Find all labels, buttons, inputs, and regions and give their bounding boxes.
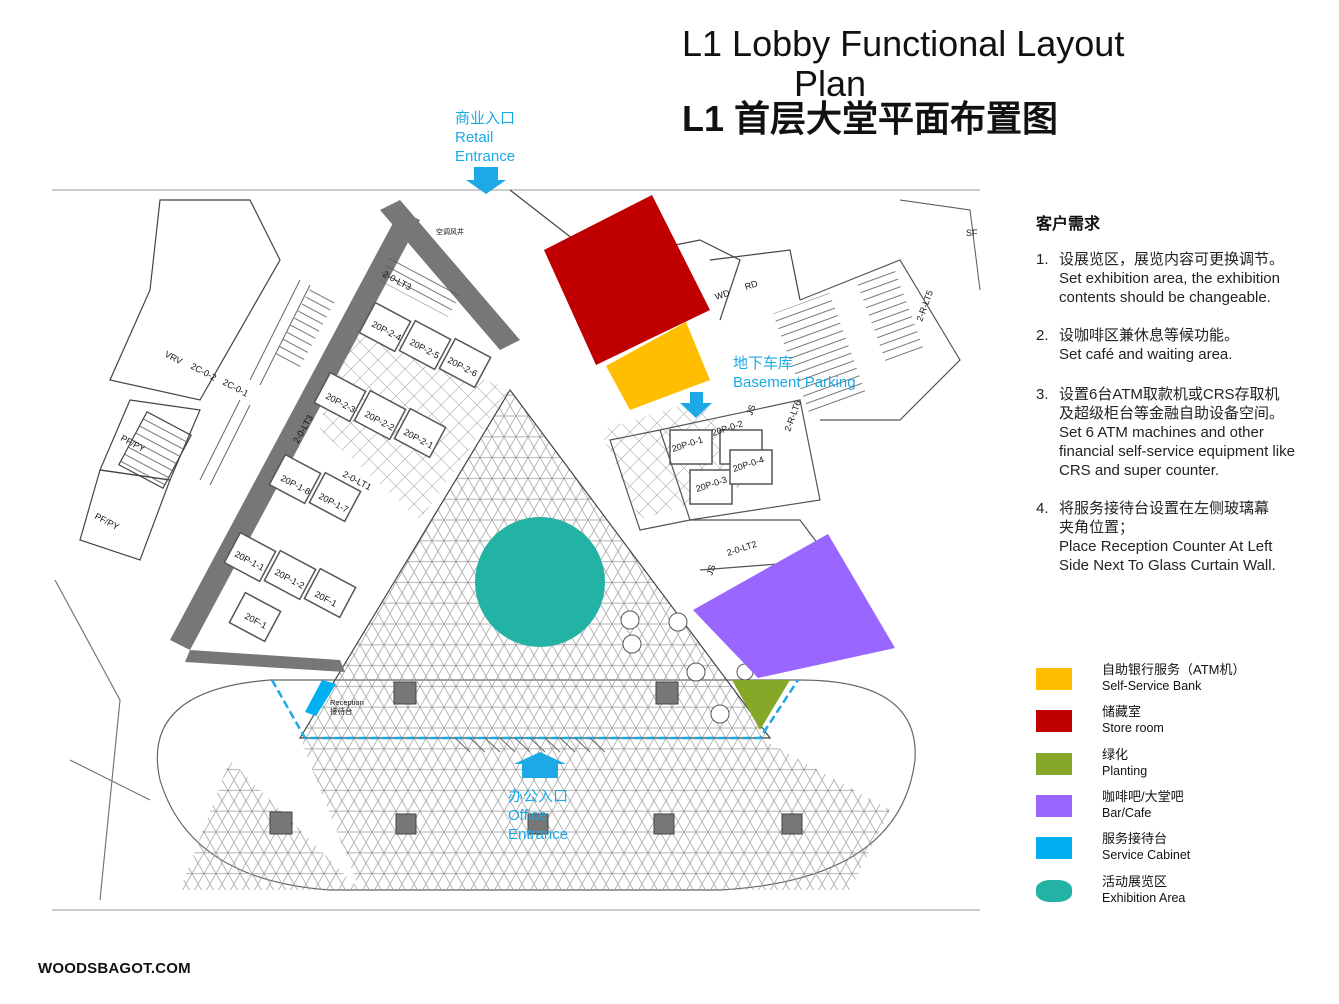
requirement-item: 3. 设置6台ATM取款机或CRS存取机 及超级柜台等金融自助设备空间。 Set… xyxy=(1036,385,1316,485)
requirement-line: 夹角位置； xyxy=(1059,519,1135,536)
requirement-number: 3. xyxy=(1036,386,1049,403)
requirement-item: 4. 将服务接待台设置在左侧玻璃幕 夹角位置； Place Reception … xyxy=(1036,499,1316,579)
floor-plan: 20P-2-4 20P-2-5 20P-2-6 20P-2-3 20P-2-2 … xyxy=(52,167,981,911)
legend-entry: 活动展览区 Exhibition Area xyxy=(1036,874,1326,908)
legend-entry: 绿化 Planting xyxy=(1036,747,1326,781)
room-code-label: 2-0-LT2 xyxy=(726,539,758,558)
requirement-number: 4. xyxy=(1036,500,1049,517)
legend-label-chinese: 服务接待台 xyxy=(1102,831,1168,846)
legend-swatch xyxy=(1036,880,1072,902)
page-title-continued: Plan xyxy=(794,63,867,104)
exhibition-area-zone xyxy=(475,517,605,647)
office-entrance-arrow-icon xyxy=(514,752,566,778)
legend-label: Service Cabinet xyxy=(1102,848,1191,862)
room-code-label: RD xyxy=(744,278,760,292)
legend-entry: 储藏室 Store room xyxy=(1036,704,1326,738)
office-entrance-label: Office xyxy=(508,807,547,824)
reception-label: Reception xyxy=(330,698,364,707)
legend-swatch xyxy=(1036,753,1072,775)
legend-entry: 自助银行服务（ATM机） Self-Service Bank xyxy=(1036,662,1326,696)
room-code-label: 2-R-LT5 xyxy=(914,289,934,323)
office-entrance-label-line2: Entrance xyxy=(508,826,569,843)
plan-frame xyxy=(52,189,980,911)
requirement-line: 将服务接待台设置在左侧玻璃幕 xyxy=(1059,500,1270,517)
left-lift-core xyxy=(170,200,520,672)
legend-label-chinese: 绿化 xyxy=(1102,747,1129,762)
reception-label-chinese: 接待台 xyxy=(330,706,353,716)
office-entrance-label-chinese: 办公入口 xyxy=(508,788,569,805)
legend-label-chinese: 咖啡吧/大堂吧 xyxy=(1102,789,1184,804)
requirement-number: 1. xyxy=(1036,251,1049,268)
service-counter-zone xyxy=(305,680,336,716)
page-title-chinese: L1 首层大堂平面布置图 xyxy=(682,98,1059,139)
room-code-label: JS xyxy=(744,403,757,416)
legend-swatch xyxy=(1036,837,1072,859)
requirement-item: 1. 设展览区，展览内容可更换调节。 Set exhibition area, … xyxy=(1036,250,1316,310)
legend-label: Store room xyxy=(1102,721,1164,735)
requirement-line: Set 6 ATM machines and other xyxy=(1059,424,1264,441)
legend-label: Exhibition Area xyxy=(1102,891,1186,905)
legend-entry: 咖啡吧/大堂吧 Bar/Cafe xyxy=(1036,789,1326,823)
legend-label: Planting xyxy=(1102,764,1148,778)
bar-cafe-zone xyxy=(693,534,895,678)
legend-label-chinese: 自助银行服务（ATM机） xyxy=(1102,662,1246,677)
basement-parking-label: Basement Parking xyxy=(733,374,856,391)
room-code-label: JS xyxy=(704,563,717,576)
room-code-label: WD xyxy=(714,288,732,302)
retail-entrance-arrow-icon xyxy=(466,167,506,194)
office-entrance-doors xyxy=(454,737,606,753)
legend-swatch xyxy=(1036,795,1072,817)
legend-label: Bar/Cafe xyxy=(1102,806,1152,820)
room-code-label: PF/PY xyxy=(93,511,121,532)
retail-entrance-label-chinese: 商业入口 xyxy=(455,110,516,127)
room-code-label: SF xyxy=(966,228,978,238)
retail-entrance-label-line2: Entrance xyxy=(455,148,516,165)
requirement-item: 2. 设咖啡区兼休息等候功能。 Set café and waiting are… xyxy=(1036,326,1316,366)
legend-entry: 服务接待台 Service Cabinet xyxy=(1036,831,1326,865)
requirement-line: Set café and waiting area. xyxy=(1059,346,1233,363)
requirement-line: Side Next To Glass Curtain Wall. xyxy=(1059,557,1276,574)
left-service-rooms xyxy=(54,199,281,901)
basement-parking-label-chinese: 地下车库 xyxy=(733,355,794,372)
glass-curtain-wall xyxy=(270,679,800,740)
room-code-label: 2-R-LT6 xyxy=(782,399,802,433)
brand-logo-text: WOODSBAGOT.COM xyxy=(38,960,191,977)
requirement-line: Set exhibition area, the exhibition xyxy=(1059,270,1280,287)
requirement-line: CRS and super counter. xyxy=(1059,462,1220,479)
store-room-zone xyxy=(544,195,710,365)
legend-swatch xyxy=(1036,668,1072,690)
requirement-line: 及超级柜台等金融自助设备空间。 xyxy=(1059,405,1285,422)
legend-swatch xyxy=(1036,710,1072,732)
columns xyxy=(269,681,803,835)
parking-entrance-arrow-icon xyxy=(680,392,712,418)
room-code-label: VRV xyxy=(163,349,184,366)
requirement-line: 设展览区，展览内容可更换调节。 xyxy=(1059,251,1285,268)
requirement-line: 设咖啡区兼休息等候功能。 xyxy=(1059,327,1240,344)
room-code-label: 2C-0-1 xyxy=(221,377,250,399)
planting-zone xyxy=(732,680,790,730)
legend-label-chinese: 活动展览区 xyxy=(1102,874,1168,889)
requirement-line: contents should be changeable. xyxy=(1059,289,1271,306)
room-code-label: 空调风井 xyxy=(436,227,464,236)
page-title: L1 Lobby Functional Layout xyxy=(682,23,1125,64)
requirement-line: financial self-service equipment like xyxy=(1059,443,1295,460)
requirement-line: 设置6台ATM取款机或CRS存取机 xyxy=(1059,386,1280,403)
requirement-line: Place Reception Counter At Left xyxy=(1059,538,1273,555)
right-lift-core xyxy=(609,199,981,571)
legend-label: Self-Service Bank xyxy=(1102,679,1202,693)
self-service-bank-zone xyxy=(606,322,710,410)
room-code-label: 2C-0-2 xyxy=(189,361,218,383)
legend-label-chinese: 储藏室 xyxy=(1102,704,1142,719)
retail-entrance-label: Retail xyxy=(455,129,494,146)
requirement-number: 2. xyxy=(1036,327,1049,344)
requirements-heading: 客户需求 xyxy=(1036,216,1101,233)
